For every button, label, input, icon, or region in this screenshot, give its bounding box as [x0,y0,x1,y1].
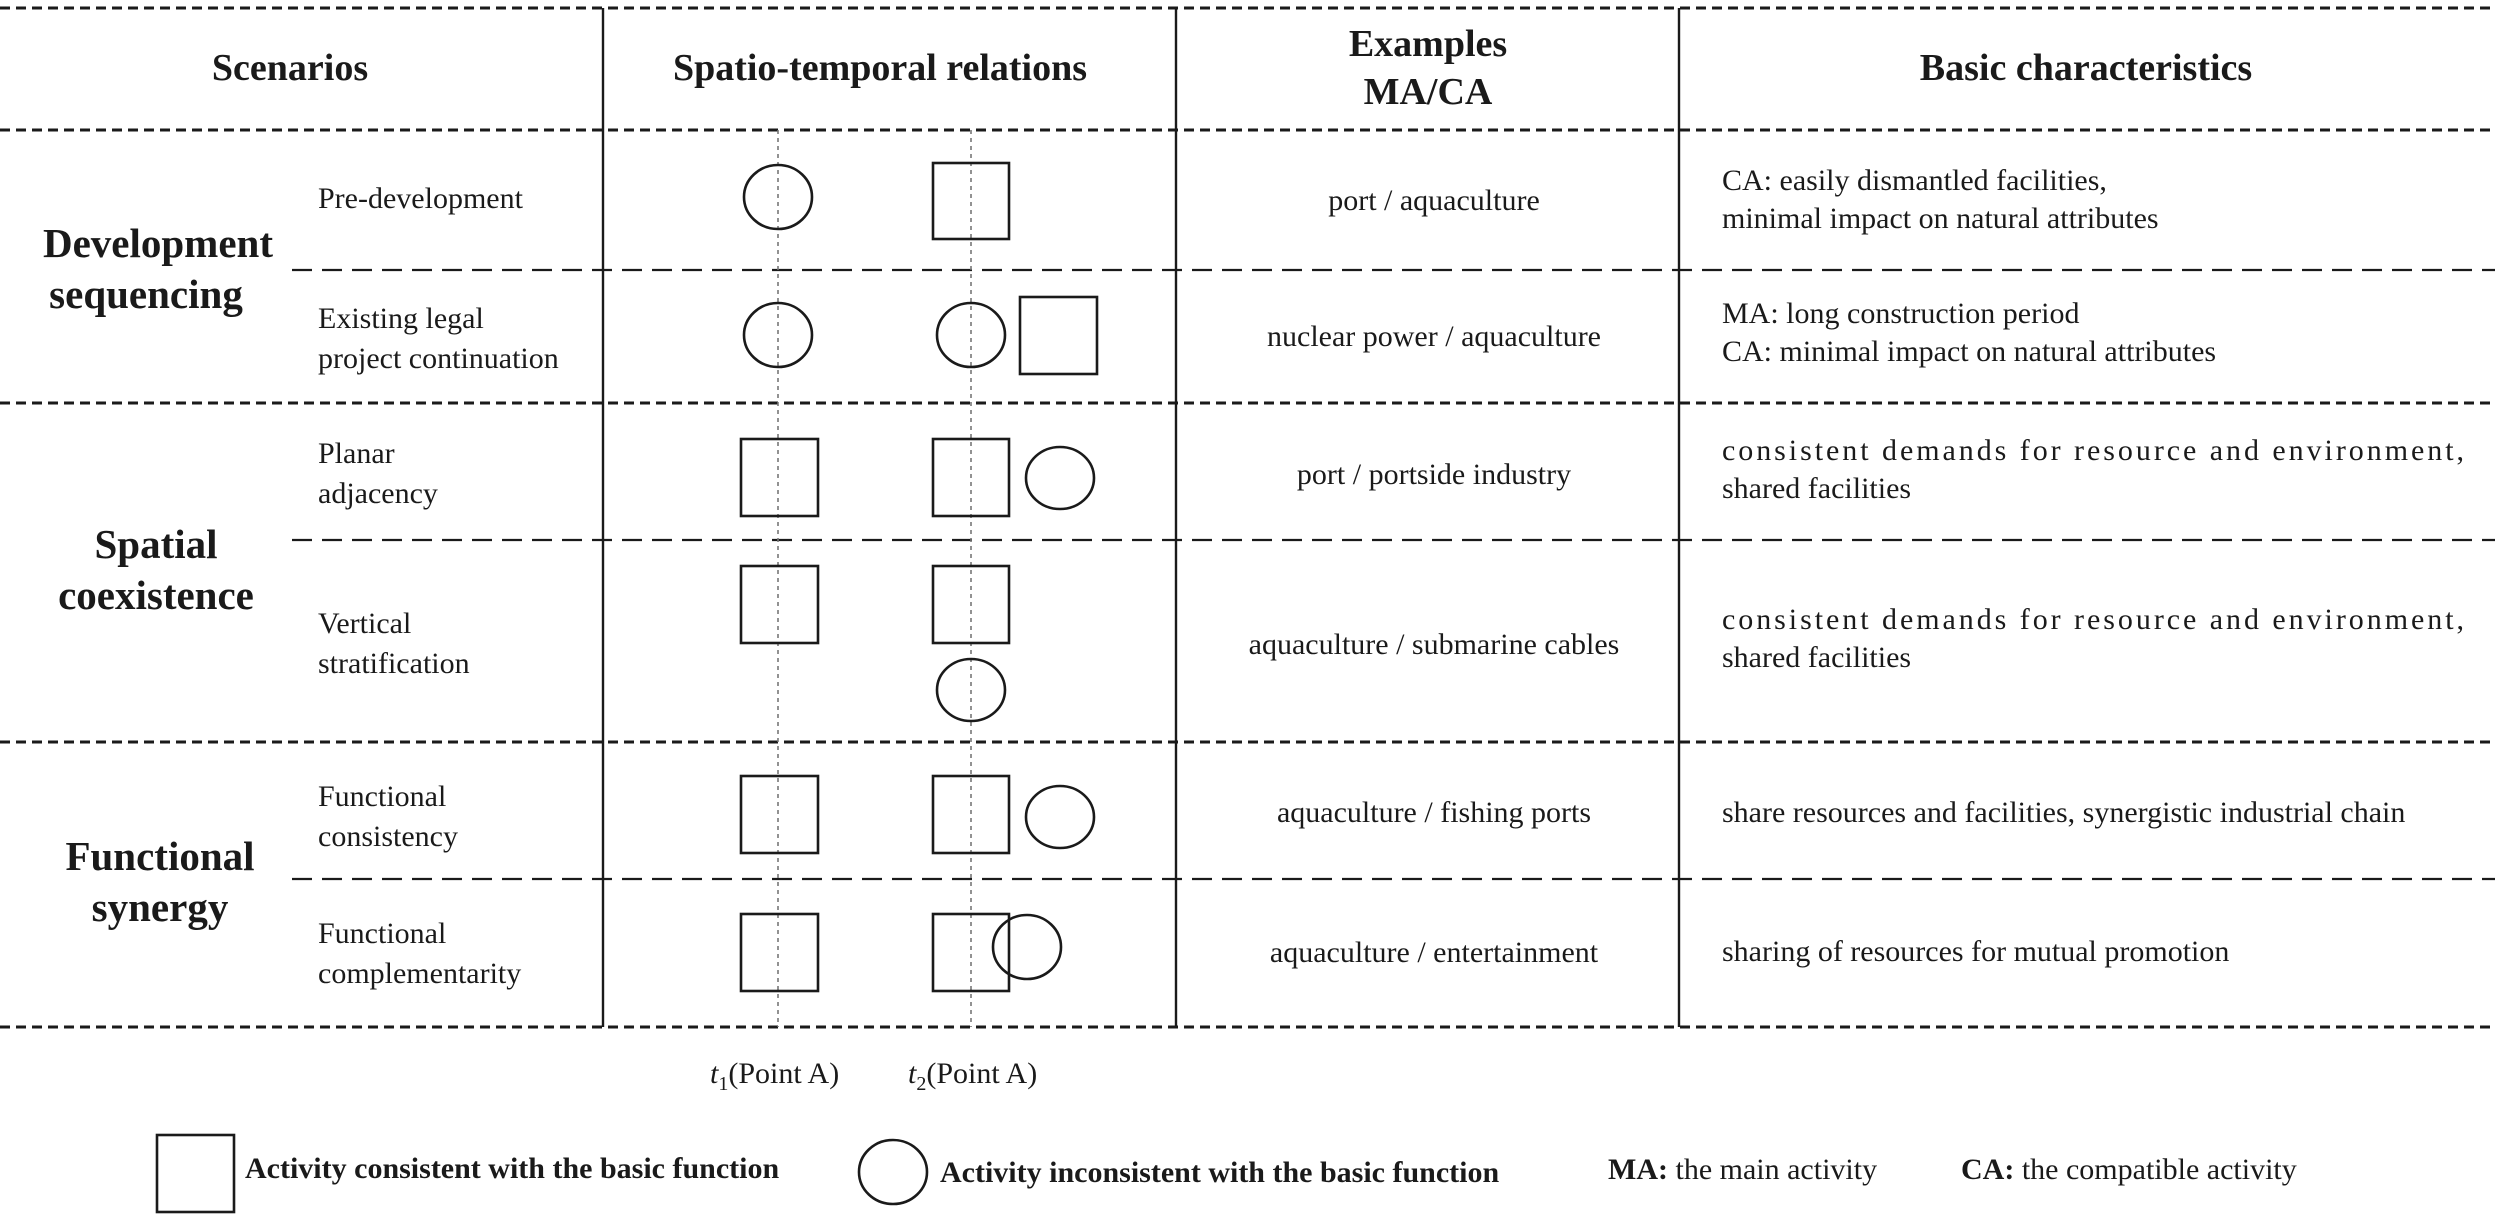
subscenario-pre-development: Pre-development [318,182,524,215]
subscenario-functional-consistency-line1: Functional [318,780,446,813]
t2-point-label: (Point A) [926,1057,1037,1090]
characteristics-planar-line1: consistent demands for resource and envi… [1722,434,2464,467]
subscenario-functional-complementarity-line1: Functional [318,917,446,950]
example-pre-development: port / aquaculture [1328,184,1540,217]
t2-label: t2(Point A) [908,1057,1037,1095]
square-icon [739,437,820,518]
characteristics-existing-legal-line2: CA: minimal impact on natural attributes [1722,335,2216,368]
circle-icon [991,913,1063,981]
characteristics-vertical-line2: shared facilities [1722,641,1911,674]
legend-ma-text: the main activity [1668,1153,1877,1186]
characteristics-pre-development-line1: CA: easily dismantled facilities, [1722,164,2107,197]
square-icon [1018,295,1099,376]
subscenario-existing-legal-line2: project continuation [318,342,559,375]
legend-circle-icon [857,1138,929,1206]
subscenario-functional-consistency-line2: consistency [318,820,458,853]
square-icon [931,564,1011,645]
group-title-development-line2: sequencing [49,271,243,317]
group-title-functional-line1: Functional [65,833,254,879]
subscenario-planar-line1: Planar [318,437,395,470]
group-title-spatial-line1: Spatial [94,521,217,567]
square-icon [739,774,820,855]
header-examples-line2: MA/CA [1364,71,1493,113]
square-icon [931,161,1011,241]
square-icon [739,564,820,645]
legend-ca-text: the compatible activity [2014,1153,2296,1186]
square-icon [739,912,820,993]
t1-variable: t [710,1057,719,1090]
circle-icon [742,163,814,231]
characteristics-planar-line2: shared facilities [1722,472,1911,505]
group-title-spatial-line2: coexistence [58,572,254,618]
t1-point-label: (Point A) [728,1057,839,1090]
circle-icon [742,301,814,369]
t2-subscript: 2 [916,1073,926,1095]
header-characteristics: Basic characteristics [1920,47,2252,89]
subscenario-planar-line2: adjacency [318,477,438,510]
group-title-development-line1: Development [43,220,273,266]
legend-ca-abbr: CA: [1961,1153,2014,1186]
example-existing-legal: nuclear power / aquaculture [1267,320,1601,353]
example-planar: port / portside industry [1297,458,1571,491]
characteristics-vertical-line1: consistent demands for resource and envi… [1722,603,2464,636]
characteristics-functional-complementarity: sharing of resources for mutual promotio… [1722,935,2229,968]
header-examples-line1: Examples [1349,23,1507,65]
characteristics-functional-consistency: share resources and facilities, synergis… [1722,796,2405,829]
legend-ma-abbr: MA: [1608,1153,1668,1186]
square-icon [931,912,1011,993]
legend-ma: MA: the main activity [1608,1153,1877,1186]
circle-icon [935,657,1007,723]
circle-icon [1024,445,1096,511]
t2-variable: t [908,1057,917,1090]
characteristics-pre-development-line2: minimal impact on natural attributes [1722,202,2159,235]
legend-square-label: Activity consistent with the basic funct… [245,1152,779,1185]
header-scenarios: Scenarios [212,47,368,89]
circle-icon [1024,784,1096,850]
group-title-functional-line2: synergy [92,884,229,930]
example-functional-complementarity: aquaculture / entertainment [1270,936,1599,969]
circle-icon [935,301,1007,369]
legend-square-icon [155,1133,236,1214]
square-icon [931,774,1011,855]
characteristics-existing-legal-line1: MA: long construction period [1722,297,2079,330]
subscenario-existing-legal-line1: Existing legal [318,302,484,335]
subscenario-vertical-line1: Vertical [318,607,411,640]
example-functional-consistency: aquaculture / fishing ports [1277,796,1591,829]
legend-circle-label: Activity inconsistent with the basic fun… [940,1156,1499,1189]
header-relations: Spatio-temporal relations [673,47,1087,89]
subscenario-vertical-line2: stratification [318,647,470,680]
t1-subscript: 1 [718,1073,728,1095]
square-icon [931,437,1011,518]
t1-label: t1(Point A) [710,1057,839,1095]
example-vertical: aquaculture / submarine cables [1249,628,1620,661]
subscenario-functional-complementarity-line2: complementarity [318,957,521,990]
legend-ca: CA: the compatible activity [1961,1153,2297,1186]
